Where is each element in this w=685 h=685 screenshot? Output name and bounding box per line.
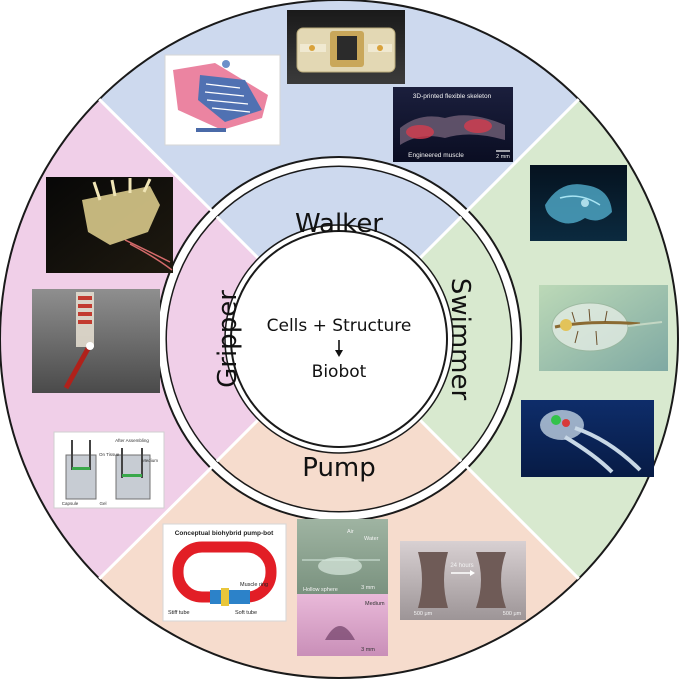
pump-muscle-ring: Muscle ring <box>240 582 268 588</box>
pump-conceptual-title: Conceptual biohybrid pump-bot <box>175 530 274 537</box>
pump-air: Air <box>347 529 354 535</box>
walker-image-chip <box>287 10 405 84</box>
sector-gripper-inner <box>166 216 259 462</box>
gripper-image-hand <box>46 177 173 273</box>
pump-image-conceptual: Conceptual biohybrid pump-bot Muscle rin… <box>162 523 287 622</box>
pump-stiff-tube: Stiff tube <box>168 610 190 616</box>
center-ring-outline <box>224 224 454 454</box>
pump-24-hours: 24 hours <box>450 563 473 569</box>
gripper-gel: Gel <box>99 501 106 506</box>
skeleton-title: 3D-printed flexible skeleton <box>413 93 492 100</box>
gripper-image-schematic: After Assembling On Tissue Medium Capsul… <box>53 431 165 509</box>
center-arrow-head <box>335 350 343 357</box>
pump-water: Water <box>364 536 379 542</box>
skeleton-scale: 2 mm <box>496 154 510 160</box>
pump-scale-3mm: 3 mm <box>361 585 375 591</box>
pump-scale-3mm-b: 3 mm <box>361 647 375 653</box>
sector-walker-inner <box>216 166 462 259</box>
label-gripper: Gripper <box>213 290 243 388</box>
center-line2: Biobot <box>312 362 367 382</box>
center-circle <box>230 230 448 448</box>
pump-scale-500b: 500 μm <box>503 611 522 617</box>
gripper-tissue: On Tissue <box>99 452 120 457</box>
sector-pump-inner <box>216 419 462 512</box>
pump-image-droplet: Air Water Hollow sphere 3 mm Medium 3 mm <box>297 519 388 656</box>
pump-medium: Medium <box>365 601 385 607</box>
inner-ring-border <box>165 165 513 513</box>
pump-image-pillars: 24 hours 500 μm 500 μm <box>400 541 526 620</box>
gripper-image-arm <box>32 289 160 393</box>
sector-dividers <box>98 98 580 580</box>
walker-image-schematic <box>164 54 281 146</box>
swimmer-image-fish <box>539 285 668 371</box>
swimmer-image-jellyfish <box>530 165 627 241</box>
gripper-capsule: Capsule <box>62 501 79 506</box>
label-swimmer: Swimmer <box>445 278 475 401</box>
gripper-after-assembling: After Assembling <box>115 438 149 443</box>
center-line1: Cells + Structure <box>267 316 412 336</box>
pump-hollow-sphere: Hollow sphere <box>303 587 338 593</box>
sector-swimmer-inner <box>419 216 512 462</box>
pump-soft-tube: Soft tube <box>235 610 257 616</box>
label-walker: Walker <box>295 209 383 239</box>
walker-image-skeleton: 3D-printed flexible skeleton Engineered … <box>393 87 513 162</box>
swimmer-image-ray <box>521 400 654 477</box>
skeleton-label: Engineered muscle <box>408 152 464 159</box>
label-pump: Pump <box>302 453 376 483</box>
gripper-medium: Medium <box>142 458 158 463</box>
pump-scale-500a: 500 μm <box>414 611 433 617</box>
